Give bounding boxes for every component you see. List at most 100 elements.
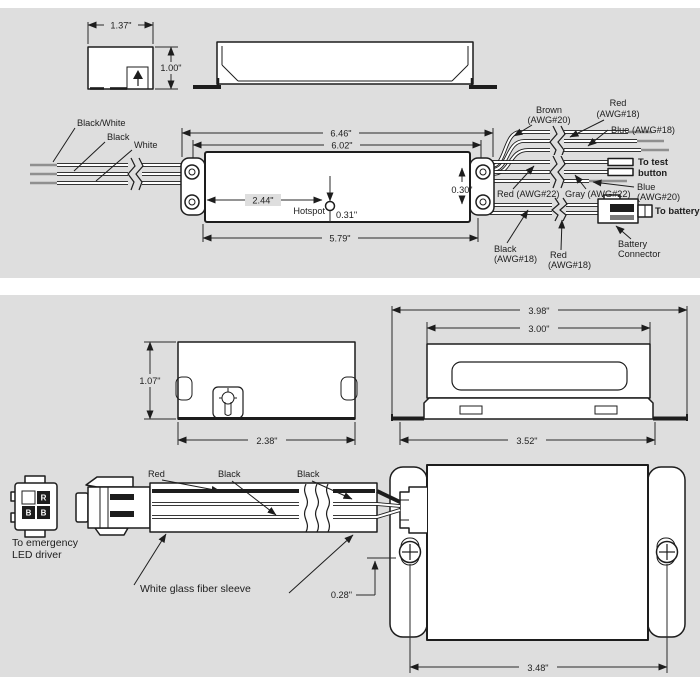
side-view: 1.07" 2.38" bbox=[133, 341, 358, 447]
pin-label-b2: B bbox=[41, 509, 47, 518]
label-red-bot-awg: (AWG#18) bbox=[548, 260, 591, 270]
dim-1-37: 1.37" bbox=[87, 19, 154, 44]
dim-3-98: 3.98" bbox=[391, 304, 688, 417]
label-black-bot-awg: (AWG#18) bbox=[494, 254, 537, 264]
dim-2-38: 2.38" bbox=[177, 422, 356, 447]
hotspot-label: Hotspot bbox=[293, 206, 325, 216]
pin-empty bbox=[21, 490, 36, 505]
screw-left bbox=[398, 540, 422, 564]
pin-label-b1: B bbox=[26, 509, 32, 518]
dim-0-30-label: 0.30" bbox=[451, 185, 472, 195]
label-black-1: Black bbox=[218, 469, 241, 479]
harness-labels: Red Black Black White glass fiber sleeve bbox=[133, 469, 354, 595]
wire-break-symbol bbox=[127, 157, 144, 191]
label-to-emergency-line2: LED driver bbox=[12, 549, 62, 561]
label-red-top-awg: (AWG#18) bbox=[596, 109, 639, 119]
driver-with-battery-leads-drawing: 1.37" 1.00" 6.46" 6.02" bbox=[30, 19, 700, 270]
dim-0-30: 0.30" bbox=[451, 167, 473, 205]
driver-case-top bbox=[426, 464, 649, 641]
dim-2-44-label: 2.44" bbox=[252, 196, 273, 206]
label-red: Red bbox=[148, 469, 165, 479]
dim-3-00: 3.00" bbox=[426, 322, 651, 344]
label-fiber-sleeve: White glass fiber sleeve bbox=[140, 583, 251, 595]
label-to-emergency-line1: To emergency bbox=[12, 537, 79, 549]
screw-right bbox=[655, 540, 679, 564]
keyhole-icon bbox=[219, 388, 237, 416]
dim-1-07-label: 1.07" bbox=[139, 376, 160, 386]
label-black-white: Black/White bbox=[77, 118, 126, 128]
dim-3-98-label: 3.98" bbox=[528, 306, 549, 316]
top-diagram-panel: 1.37" 1.00" 6.46" 6.02" bbox=[0, 8, 700, 278]
wire-break-symbol bbox=[551, 197, 568, 222]
pin-b2 bbox=[37, 506, 50, 519]
dim-0-28-label: 0.28" bbox=[331, 590, 352, 600]
dim-6-02: 6.02" bbox=[192, 139, 482, 158]
pin-b1 bbox=[22, 506, 35, 519]
label-black-bot: Black bbox=[494, 244, 517, 254]
input-wires bbox=[30, 157, 184, 191]
output-wires bbox=[488, 125, 669, 224]
sleeve-break-symbol bbox=[299, 483, 333, 533]
input-wire-labels: Black/White Black White bbox=[52, 118, 158, 182]
label-gray-mid: Gray (AWG#22) bbox=[565, 189, 631, 199]
label-red-bot: Red bbox=[550, 250, 567, 260]
dim-3-00-label: 3.00" bbox=[528, 324, 549, 334]
emergency-driver-drawing: 3.98" 3.00" 3.52" bbox=[10, 304, 688, 674]
dim-6-46-label: 6.46" bbox=[330, 129, 351, 139]
label-white: White bbox=[134, 140, 158, 150]
bottom-diagram-panel: 3.98" 3.00" 3.52" bbox=[0, 295, 700, 677]
dim-3-52-label: 3.52" bbox=[516, 436, 537, 446]
output-wire-labels: Brown (AWG#20) Red (AWG#18) Blue (AWG#18… bbox=[494, 98, 700, 270]
label-black-2: Black bbox=[297, 469, 320, 479]
dim-3-48: 3.48" bbox=[409, 564, 668, 674]
pin-r bbox=[37, 491, 50, 504]
profile-view bbox=[193, 41, 497, 89]
hotspot-marker: Hotspot 0.31" bbox=[293, 176, 357, 222]
label-black: Black bbox=[107, 132, 130, 142]
label-to-battery: To battery bbox=[655, 205, 700, 216]
wire-break-symbol bbox=[549, 125, 566, 159]
label-blue-top: Blue (AWG#18) bbox=[611, 125, 675, 135]
label-red-top: Red bbox=[610, 98, 627, 108]
dim-1-00: 1.00" bbox=[155, 46, 187, 90]
dim-2-44: 2.44" bbox=[206, 194, 323, 206]
label-blue-mid-awg: (AWG#20) bbox=[637, 192, 680, 202]
dim-6-02-label: 6.02" bbox=[331, 141, 352, 151]
pin-label-r: R bbox=[41, 494, 47, 503]
label-brown: Brown bbox=[536, 105, 562, 115]
mounting-hole bbox=[475, 164, 491, 180]
label-battery-connector-line1: Battery bbox=[618, 239, 648, 249]
battery-connector bbox=[597, 194, 653, 224]
dim-2-38-label: 2.38" bbox=[256, 436, 277, 446]
dim-3-52: 3.52" bbox=[399, 422, 656, 447]
label-brown-awg: (AWG#20) bbox=[527, 115, 570, 125]
front-slot bbox=[451, 361, 628, 391]
dim-5-79: 5.79" bbox=[202, 218, 479, 244]
strain-relief bbox=[399, 486, 427, 534]
dim-0-28: 0.28" bbox=[331, 557, 396, 600]
mounting-hole bbox=[475, 194, 491, 210]
test-button-terminal bbox=[607, 157, 634, 167]
label-battery-connector-line2: Connector bbox=[618, 249, 660, 259]
dim-5-79-label: 5.79" bbox=[329, 234, 350, 244]
label-red-mid: Red (AWG#22) bbox=[497, 189, 559, 199]
label-blue-mid: Blue bbox=[637, 182, 655, 192]
dim-1-07: 1.07" bbox=[133, 341, 176, 420]
dim-1-37-label: 1.37" bbox=[110, 21, 131, 31]
connector-face-view: R B B bbox=[10, 475, 58, 538]
dim-0-31-label: 0.31" bbox=[336, 210, 357, 220]
front-view bbox=[391, 343, 688, 421]
mounting-hole bbox=[184, 164, 200, 180]
keyhole-icon bbox=[133, 70, 143, 86]
label-to-test-line1: To test bbox=[638, 156, 668, 167]
harness: R B B To emergency LED driver bbox=[10, 469, 402, 595]
fiber-sleeve bbox=[149, 482, 402, 533]
label-to-test-line2: button bbox=[638, 167, 667, 178]
end-view: 1.37" 1.00" bbox=[87, 19, 187, 90]
dim-3-48-label: 3.48" bbox=[527, 663, 548, 673]
test-button-terminal bbox=[607, 167, 634, 177]
plug-connector bbox=[75, 476, 151, 536]
dim-6-46: 6.46" bbox=[181, 127, 494, 157]
dim-1-00-label: 1.00" bbox=[160, 63, 181, 73]
mounting-hole bbox=[184, 194, 200, 210]
